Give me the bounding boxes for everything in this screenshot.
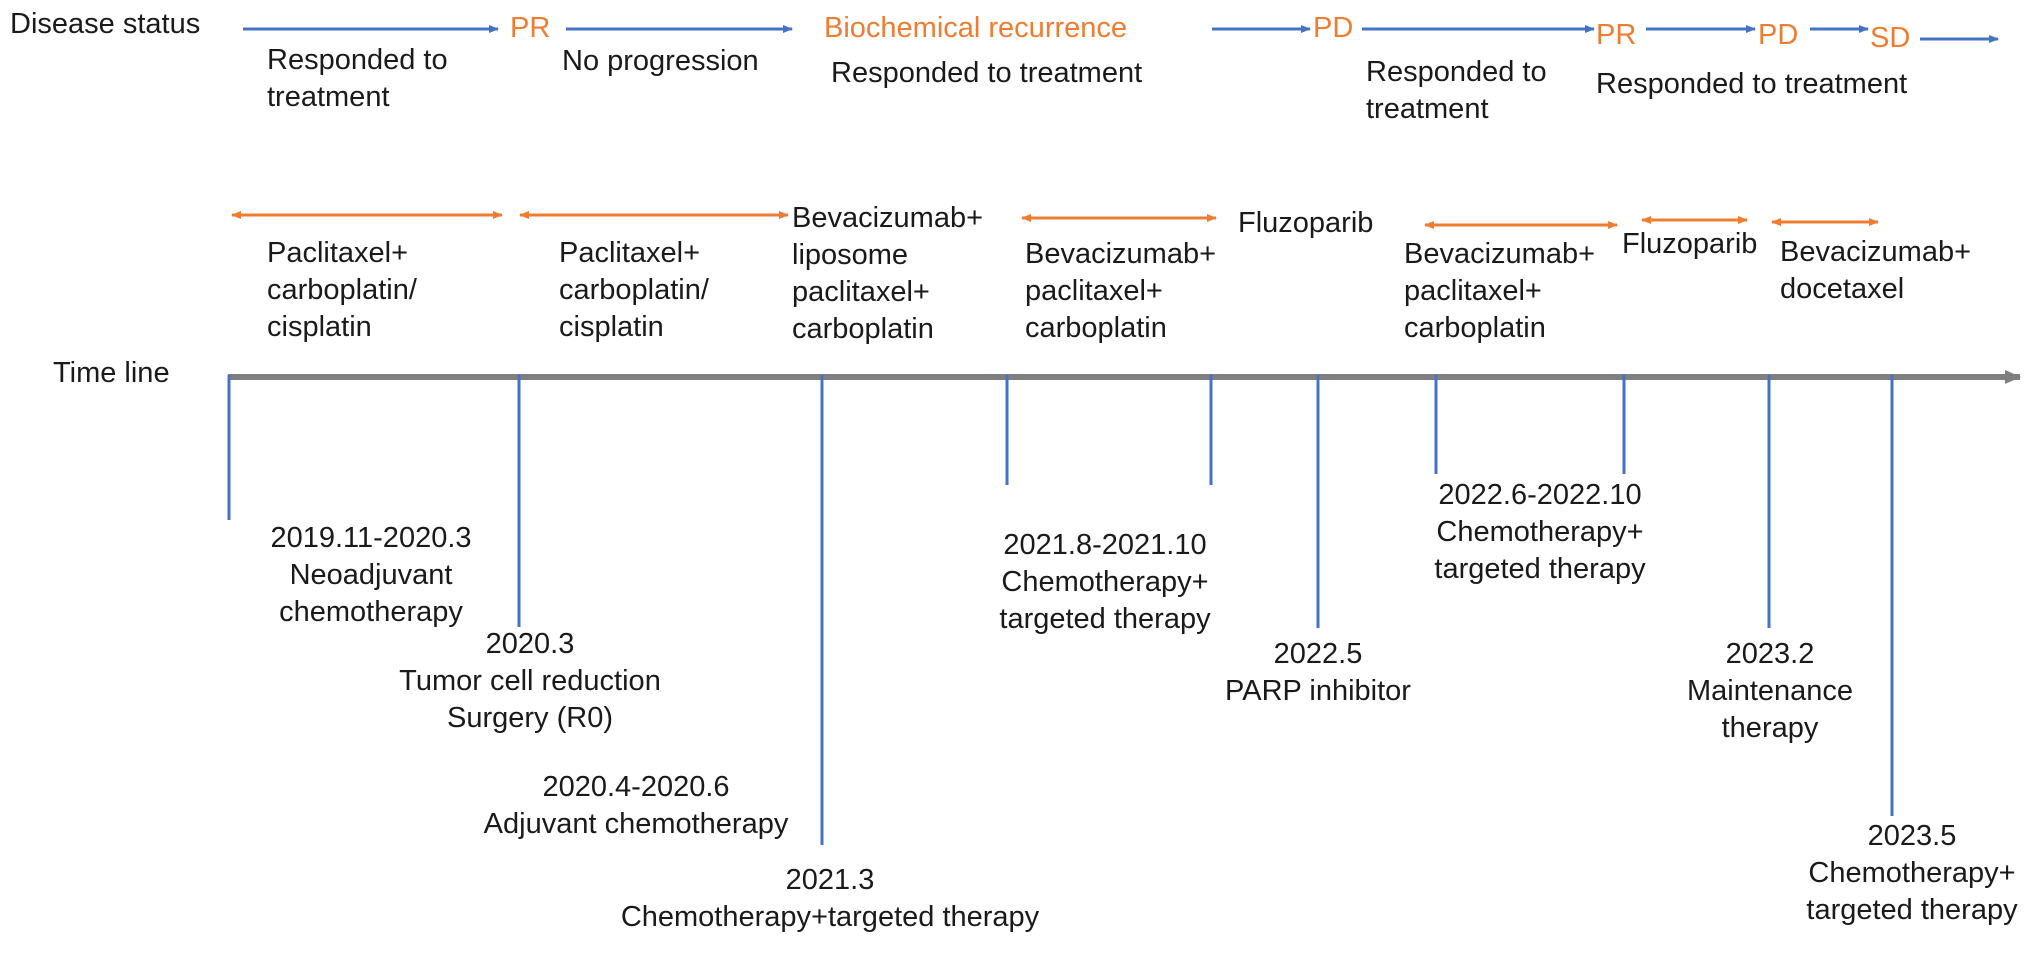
status-arrows <box>243 25 1999 43</box>
treatment-5: Fluzoparib <box>1238 207 1374 239</box>
treatment-4: Bevacizumab+paclitaxel+carboplatin <box>1025 238 1217 344</box>
status-pd-1: PD <box>1313 12 1354 44</box>
event-ticks <box>227 375 1894 845</box>
status-biochemical-recurrence: Biochemical recurrence <box>824 12 1128 44</box>
treatment-6: Bevacizumab+paclitaxel+carboplatin <box>1404 238 1596 344</box>
response-3: Responded to treatment <box>831 57 1143 89</box>
response-5: Responded to treatment <box>1596 68 1908 100</box>
disease-status-label: Disease status <box>10 8 201 40</box>
treatment-2: Paclitaxel+carboplatin/cisplatin <box>559 237 709 343</box>
status-pd-2: PD <box>1758 19 1799 51</box>
timeline-label: Time line <box>53 357 170 389</box>
status-pr-2: PR <box>1596 19 1637 51</box>
treatment-1: Paclitaxel+carboplatin/cisplatin <box>267 237 417 343</box>
treatment-arrows <box>231 211 1879 229</box>
status-sd: SD <box>1870 22 1911 54</box>
treatment-7: Fluzoparib <box>1622 228 1758 260</box>
treatment-8: Bevacizumab+docetaxel <box>1780 236 1972 305</box>
response-2: No progression <box>562 45 759 77</box>
status-pr-1: PR <box>510 12 551 44</box>
